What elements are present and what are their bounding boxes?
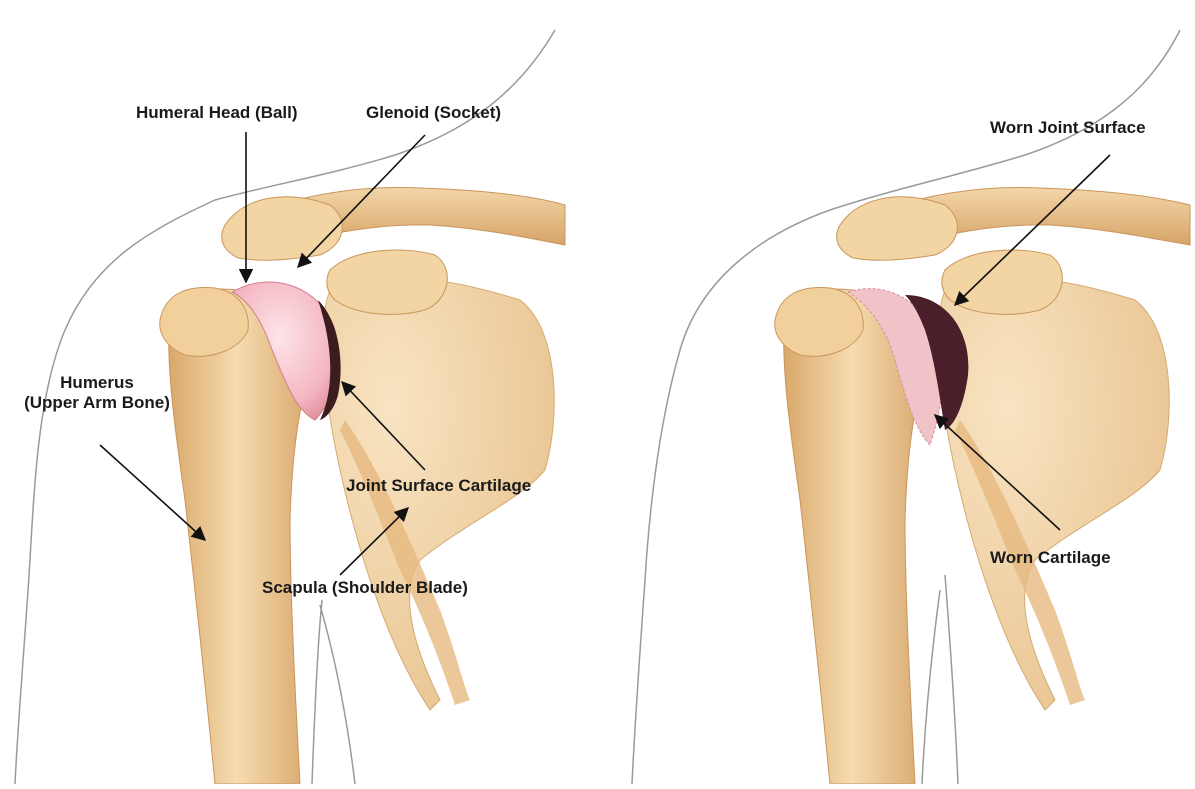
greater-tubercle-right (775, 287, 864, 356)
label-humerus-line1: Humerus (8, 373, 186, 393)
greater-tubercle (160, 287, 249, 356)
acromion-right (837, 197, 958, 260)
torso-outline (320, 605, 355, 784)
torso-outline-right-2 (922, 590, 940, 784)
label-worn-surface: Worn Joint Surface (990, 118, 1146, 138)
label-humerus: Humerus (Upper Arm Bone) (8, 373, 186, 413)
label-humerus-line2: (Upper Arm Bone) (8, 393, 186, 413)
torso-outline-2 (312, 600, 322, 784)
acromion (222, 197, 343, 260)
label-joint-cartilage: Joint Surface Cartilage (346, 476, 531, 496)
right-shoulder-arthritic (632, 30, 1190, 784)
torso-outline-right (945, 575, 958, 784)
label-glenoid: Glenoid (Socket) (366, 103, 501, 123)
label-humeral-head: Humeral Head (Ball) (136, 103, 298, 123)
coracoid (327, 250, 448, 314)
label-scapula: Scapula (Shoulder Blade) (262, 578, 468, 598)
label-worn-cartilage: Worn Cartilage (990, 548, 1111, 568)
